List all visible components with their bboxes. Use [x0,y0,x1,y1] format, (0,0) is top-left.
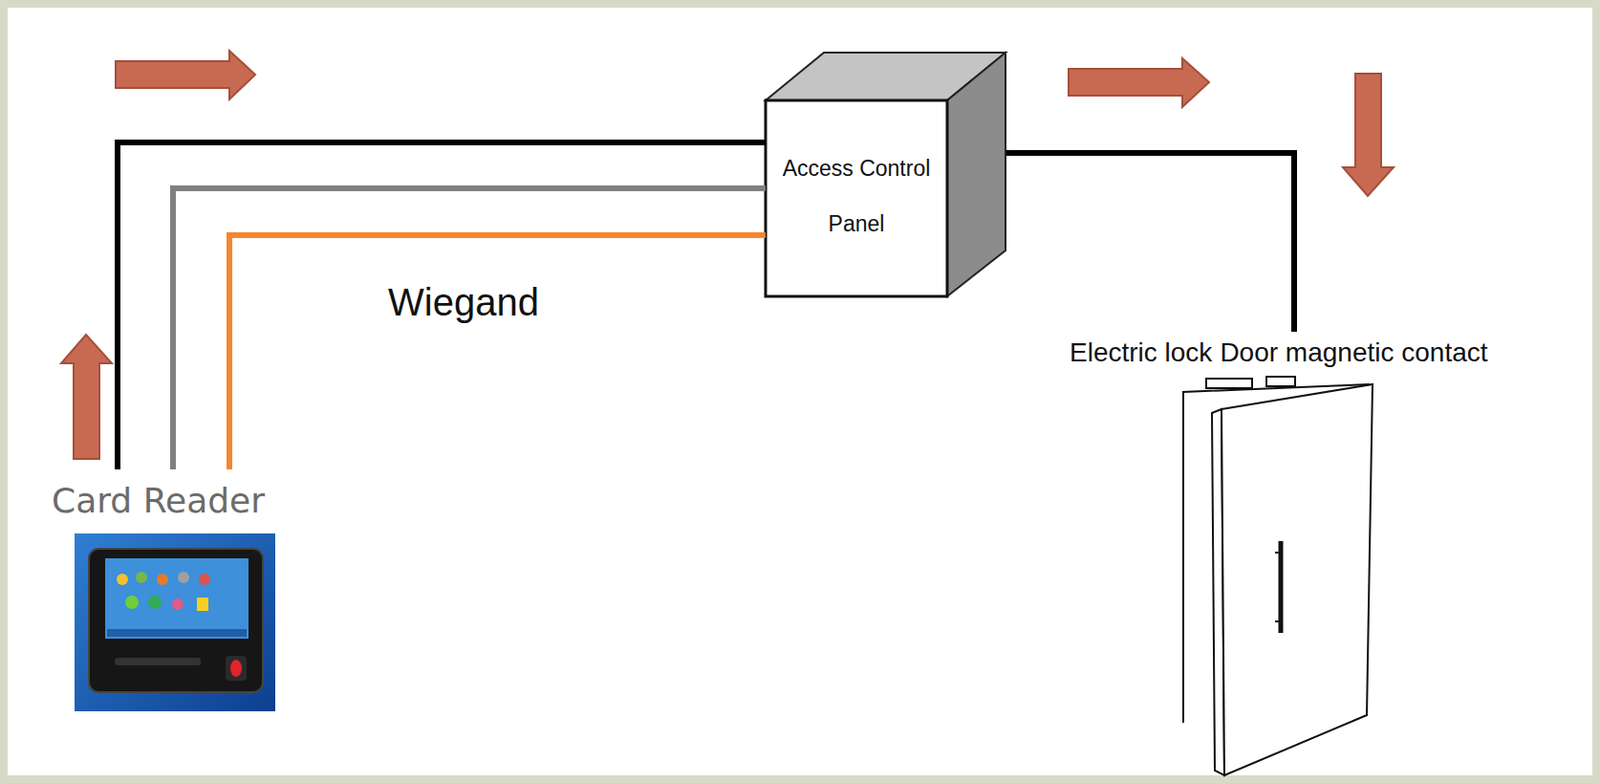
flow-arrow [1068,58,1210,108]
cube-front [765,100,948,297]
node-text: Card Reader [45,469,265,520]
access-control-panel: Access Control Panel [765,52,1007,298]
flow-arrow [115,50,256,100]
card-reader: Card Reader [45,469,333,714]
node-text: Access Control Panel [765,52,948,252]
signal-name: Wiegand [388,281,540,325]
card-reader-picture [74,533,276,712]
wire-connector [229,235,766,470]
node-text: Door magnetic contact [1219,331,1488,368]
cube-side [947,52,1006,297]
node-text: Electric lock [1065,331,1220,368]
door-node: Electric lockDoor magnetic contact [1065,331,1594,779]
page-ground [7,7,1593,776]
flow-arrow [1342,73,1394,196]
electric-lock [1206,378,1253,389]
flow-arrow [61,334,112,459]
wire-connector [172,188,766,470]
wire-connector [1006,152,1295,332]
magnetic-contact [1266,376,1296,387]
wire-connector [117,142,766,470]
door-drawing [1183,376,1373,776]
